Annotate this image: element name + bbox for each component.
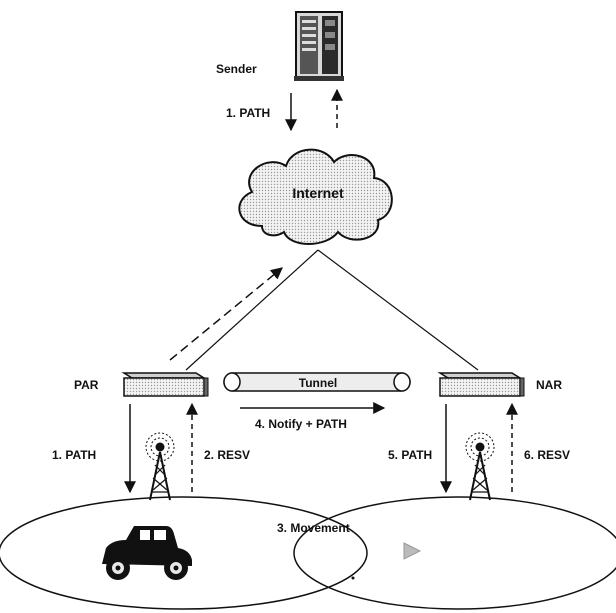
resv-arrow-par-internet bbox=[169, 267, 283, 361]
car-icon bbox=[102, 526, 192, 580]
path-label-sender: 1. PATH bbox=[226, 106, 270, 120]
tunnel-icon bbox=[223, 372, 411, 392]
stray-dot bbox=[351, 576, 355, 580]
nar-tower-icon bbox=[465, 432, 495, 501]
resv-label-nar: 6. RESV bbox=[524, 448, 570, 462]
nar-label: NAR bbox=[536, 378, 562, 392]
nar-router-icon bbox=[437, 372, 525, 397]
par-router-icon bbox=[121, 372, 209, 397]
path-label-nar: 5. PATH bbox=[388, 448, 432, 462]
notify-label: 4. Notify + PATH bbox=[255, 417, 347, 431]
link-internet-nar bbox=[317, 249, 479, 371]
sender-server-icon bbox=[294, 11, 344, 81]
link-internet-par bbox=[185, 249, 319, 371]
sender-label: Sender bbox=[216, 62, 257, 76]
internet-cloud-icon bbox=[238, 148, 393, 245]
nar-coverage-area bbox=[293, 496, 616, 610]
tunnel-label: Tunnel bbox=[299, 376, 337, 390]
resv-label-par: 2. RESV bbox=[204, 448, 250, 462]
par-tower-icon bbox=[145, 432, 175, 501]
path-label-par: 1. PATH bbox=[52, 448, 96, 462]
movement-label: 3. Movement bbox=[277, 521, 350, 535]
internet-label: Internet bbox=[292, 185, 344, 201]
movement-arrowhead bbox=[403, 542, 422, 560]
par-label: PAR bbox=[74, 378, 99, 392]
